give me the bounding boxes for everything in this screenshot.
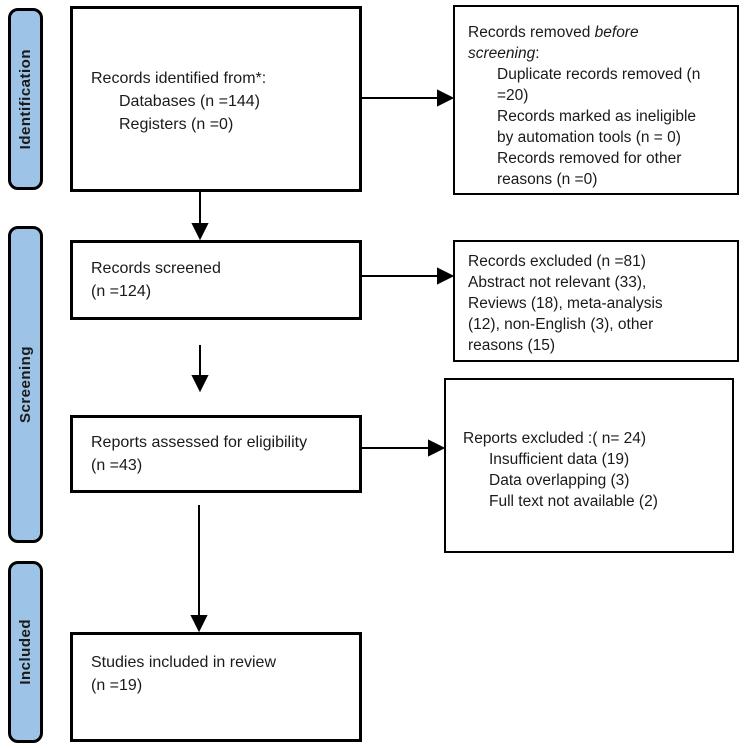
- stage-identification-label: Identification: [17, 48, 34, 150]
- studies-included-box: Studies included in review (n =19): [70, 632, 362, 742]
- arrowhead-screened-to-assessed: [191, 375, 209, 393]
- removed-automation-line1: Records marked as ineligible: [497, 108, 697, 125]
- reports-excluded-box: Reports excluded :( n= 24) Insufficient …: [444, 378, 734, 553]
- records-removed-title-line2: screening:: [468, 45, 540, 62]
- records-excluded-line5: reasons (15): [468, 337, 556, 354]
- stage-screening-label: Screening: [17, 345, 34, 424]
- records-removed-box: Records removed before screening: Duplic…: [453, 5, 739, 195]
- records-identified-title: Records identified from*:: [91, 70, 267, 87]
- records-excluded-line3: Reviews (18), meta-analysis: [468, 295, 663, 312]
- reports-excluded-overlap: Data overlapping (3): [489, 472, 630, 489]
- stage-identification: Identification: [8, 8, 43, 190]
- arrowhead-identified-to-screened: [191, 223, 209, 241]
- records-excluded-line1: Records excluded (n =81): [468, 253, 646, 270]
- studies-included-title: Studies included in review: [91, 654, 276, 671]
- reports-assessed-box: Reports assessed for eligibility (n =43): [70, 415, 362, 493]
- records-screened-box: Records screened (n =124): [70, 240, 362, 320]
- stage-included: Included: [8, 561, 43, 743]
- arrowhead-identified-to-removed: [437, 89, 455, 107]
- stage-screening: Screening: [8, 226, 43, 543]
- removed-automation-line2: by automation tools (n = 0): [497, 129, 681, 146]
- records-removed-title-line1: Records removed before: [468, 24, 639, 41]
- records-screened-title: Records screened: [91, 260, 221, 277]
- arrowhead-screened-to-excluded: [437, 267, 455, 285]
- records-identified-databases: Databases (n =144): [119, 93, 260, 110]
- records-excluded-line2: Abstract not relevant (33),: [468, 274, 647, 291]
- records-identified-box: Records identified from*: Databases (n =…: [70, 6, 362, 192]
- records-excluded-box: Records excluded (n =81) Abstract not re…: [453, 240, 739, 362]
- arrowhead-assessed-to-reports-excluded: [428, 439, 446, 457]
- stage-included-label: Included: [17, 619, 34, 685]
- reports-excluded-insufficient: Insufficient data (19): [489, 451, 630, 468]
- records-identified-registers: Registers (n =0): [119, 116, 234, 133]
- studies-included-count: (n =19): [91, 677, 143, 694]
- removed-duplicates-line2: =20): [497, 87, 529, 104]
- records-screened-count: (n =124): [91, 283, 152, 300]
- arrowhead-assessed-to-included: [190, 615, 208, 633]
- reports-assessed-count: (n =43): [91, 457, 143, 474]
- reports-excluded-title: Reports excluded :( n= 24): [463, 430, 647, 447]
- reports-assessed-title: Reports assessed for eligibility: [91, 434, 308, 451]
- removed-other-line1: Records removed for other: [497, 150, 682, 167]
- removed-duplicates-line1: Duplicate records removed (n: [497, 66, 701, 83]
- records-excluded-line4: (12), non-English (3), other: [468, 316, 654, 333]
- removed-other-line2: reasons (n =0): [497, 171, 598, 188]
- reports-excluded-fulltext: Full text not available (2): [489, 493, 658, 510]
